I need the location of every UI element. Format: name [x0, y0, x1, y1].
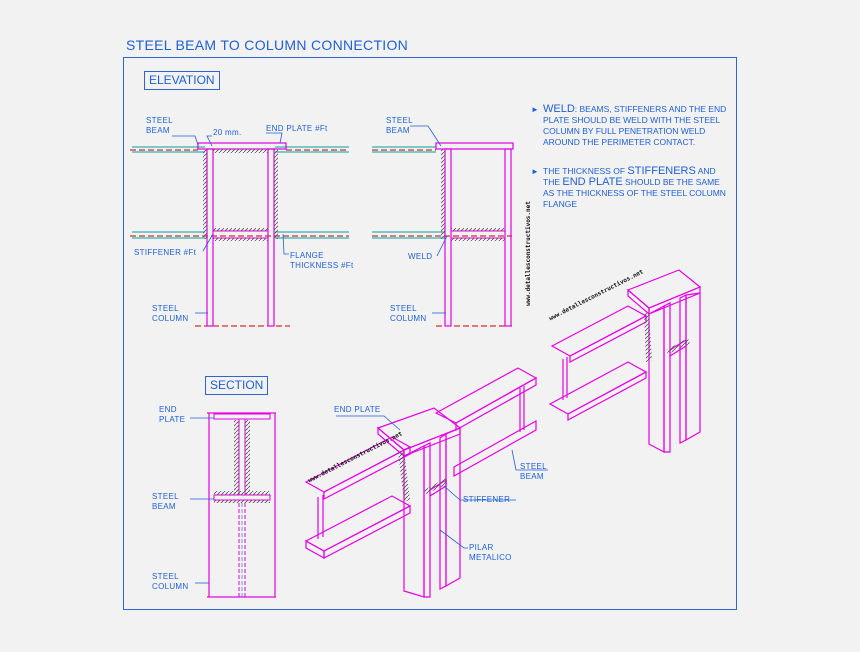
- label-steel-beam-right: STEEL BEAM: [386, 116, 413, 135]
- label-steel-column-left: STEEL COLUMN: [152, 304, 189, 323]
- iso-leaders: [336, 415, 548, 549]
- label-weld: WELD: [408, 252, 433, 261]
- elevation-left: [130, 132, 349, 327]
- section-view: [190, 412, 277, 598]
- note-weld: ► WELD: BEAMS, STIFFENERS AND THE END PL…: [531, 103, 733, 148]
- label-steel-beam-left: STEEL BEAM: [146, 116, 173, 135]
- isometric-small-welds: [644, 312, 690, 362]
- watermark-vertical: www.detallesconstructivos.net: [524, 201, 532, 306]
- label-iso-pilar: PILAR METALICO: [469, 543, 512, 562]
- isometric-main-welds: [398, 450, 448, 502]
- isometric-small: [548, 269, 702, 453]
- label-section-end-plate: END PLATE: [159, 405, 186, 424]
- note-thickness-stiffeners: STIFFENERS: [627, 165, 696, 177]
- label-stiffener: STIFFENER #Ft: [134, 248, 197, 257]
- label-iso-stiffener: STIFFENER: [463, 495, 511, 504]
- label-iso-end-plate: END PLATE: [334, 405, 381, 414]
- label-section-steel-column: STEEL COLUMN: [152, 572, 189, 591]
- label-flange-thickness: FLANGE THICKNESS #Ft: [290, 251, 354, 270]
- label-steel-column-right: STEEL COLUMN: [390, 304, 427, 323]
- elevation-right: [372, 125, 514, 327]
- note-thickness-pre: THE THICKNESS OF: [543, 166, 628, 176]
- note-bullet-icon: ►: [531, 105, 539, 114]
- note-thickness-post: SHOULD BE THE SAME AS THE THICKNESS OF T…: [543, 177, 726, 209]
- label-section-steel-beam: STEEL BEAM: [152, 492, 179, 511]
- label-iso-steel-beam: STEEL BEAM: [520, 462, 547, 481]
- note-bullet-icon: ►: [531, 167, 539, 176]
- note-weld-body: : BEAMS, STIFFENERS AND THE END PLATE SH…: [543, 104, 727, 147]
- label-gap: 20 mm.: [213, 128, 242, 137]
- section-heading: SECTION: [205, 376, 269, 395]
- isometric-main: [304, 367, 538, 598]
- drawing-title: STEEL BEAM TO COLUMN CONNECTION: [126, 37, 409, 53]
- note-thickness-mid: AND THE: [543, 166, 716, 187]
- drawing-frame: [123, 57, 737, 610]
- label-end-plate: END PLATE #Ft: [266, 124, 328, 133]
- note-thickness-endplate: END PLATE: [562, 176, 623, 188]
- note-weld-head: WELD: [543, 103, 575, 115]
- note-thickness: ► THE THICKNESS OF STIFFENERS AND THE EN…: [531, 165, 733, 210]
- elevation-heading: ELEVATION: [144, 71, 220, 90]
